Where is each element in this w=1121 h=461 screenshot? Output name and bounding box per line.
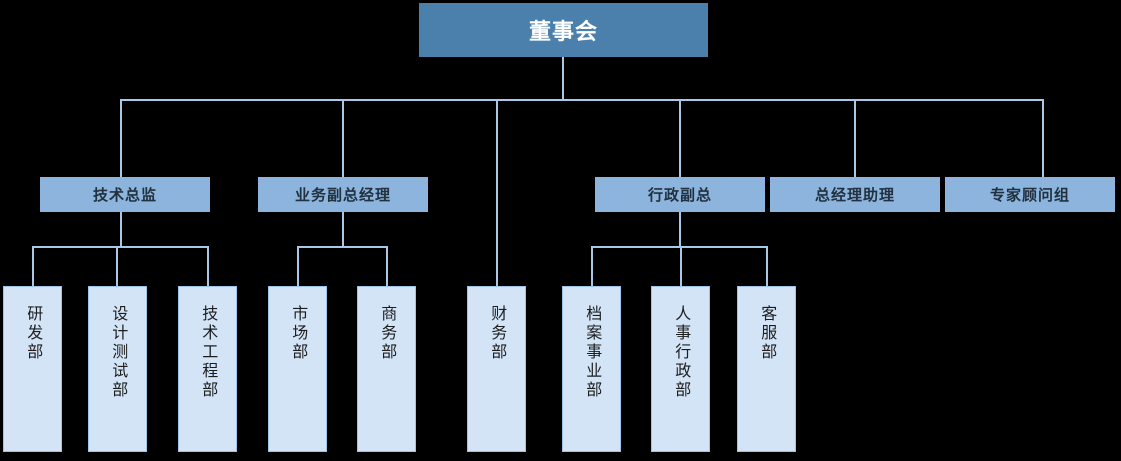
node-customer-service-department[interactable]: 客服部 [737,286,796,452]
connector-business-bus [297,246,388,248]
node-rd-department[interactable]: 研发部 [3,286,62,452]
connector-drop-admin [679,99,681,178]
node-technical-director[interactable]: 技术总监 [40,177,210,212]
node-marketing-department[interactable]: 市场部 [268,286,327,452]
node-label: 商务部 [378,305,396,362]
connector-admin-drop-archive [591,246,593,286]
connector-drop-assistant [854,99,856,178]
connector-drop-business [342,99,344,178]
node-label: 业务副总经理 [294,187,391,204]
node-label: 行政副总 [647,187,712,204]
node-commerce-department[interactable]: 商务部 [357,286,416,452]
node-label: 财务部 [488,305,506,362]
node-archive-business-department[interactable]: 档案事业部 [562,286,621,452]
connector-admin-bus [591,246,768,248]
connector-business-drop-market [297,246,299,286]
connector-tech-drop-eng [207,246,209,286]
node-label: 技术工程部 [199,305,217,400]
node-label: 专家顾问组 [989,187,1070,204]
node-expert-advisory-group[interactable]: 专家顾问组 [945,177,1115,212]
node-finance-department[interactable]: 财务部 [467,286,526,452]
connector-tech-stem [120,211,122,247]
node-label: 市场部 [289,305,307,362]
connector-tech-drop-rd [32,246,34,286]
connector-drop-tech [120,99,122,178]
connector-admin-drop-hr [680,246,682,286]
node-label: 研发部 [24,305,42,362]
node-label: 技术总监 [92,187,157,204]
node-general-manager-assistant[interactable]: 总经理助理 [770,177,940,212]
connector-main-bus [121,99,1044,101]
node-business-vp[interactable]: 业务副总经理 [258,177,428,212]
connector-admin-drop-service [766,246,768,286]
connector-admin-stem [679,211,681,247]
node-label: 人事行政部 [672,305,690,400]
connector-tech-bus [32,246,209,248]
connector-root-stem [562,56,564,100]
node-board-of-directors[interactable]: 董事会 [419,3,708,57]
node-technical-engineering-department[interactable]: 技术工程部 [178,286,237,452]
node-label: 总经理助理 [814,187,895,204]
node-label: 设计测试部 [109,305,127,400]
node-label: 董事会 [528,19,598,44]
node-design-test-department[interactable]: 设计测试部 [88,286,147,452]
connector-business-drop-commerce [386,246,388,286]
connector-drop-finance [496,99,498,286]
connector-drop-advisor [1042,99,1044,178]
connector-tech-drop-qa [116,246,118,286]
node-label: 档案事业部 [583,305,601,400]
node-hr-admin-department[interactable]: 人事行政部 [651,286,710,452]
connector-business-stem [342,211,344,247]
node-label: 客服部 [758,305,776,362]
node-admin-vp[interactable]: 行政副总 [595,177,765,212]
